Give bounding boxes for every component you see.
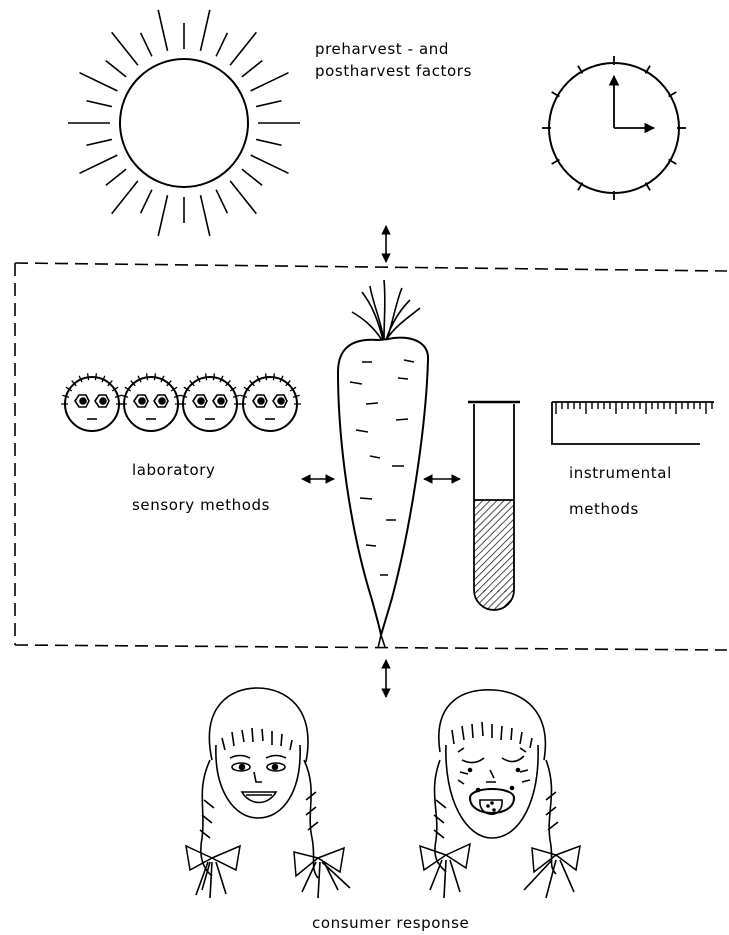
disgusted-girl-icon <box>420 690 580 898</box>
happy-girl-icon <box>186 688 350 898</box>
consumer-label: consumer response <box>312 916 469 931</box>
ruler-icon <box>552 402 714 444</box>
sun-icon <box>68 10 300 236</box>
factors-label-line2: postharvest factors <box>315 64 472 79</box>
test-tube-icon <box>468 402 520 610</box>
double-arrow-icon <box>302 226 460 697</box>
instrumental-label-line2: methods <box>569 502 639 517</box>
panel-faces-icon <box>61 373 301 431</box>
sensory-label-line1: laboratory <box>132 463 216 478</box>
instrumental-label-line1: instrumental <box>569 466 672 481</box>
carrot-icon <box>338 280 428 648</box>
sensory-label-line2: sensory methods <box>132 498 270 513</box>
factors-label-line1: preharvest - and <box>315 42 449 57</box>
clock-icon <box>542 56 686 200</box>
